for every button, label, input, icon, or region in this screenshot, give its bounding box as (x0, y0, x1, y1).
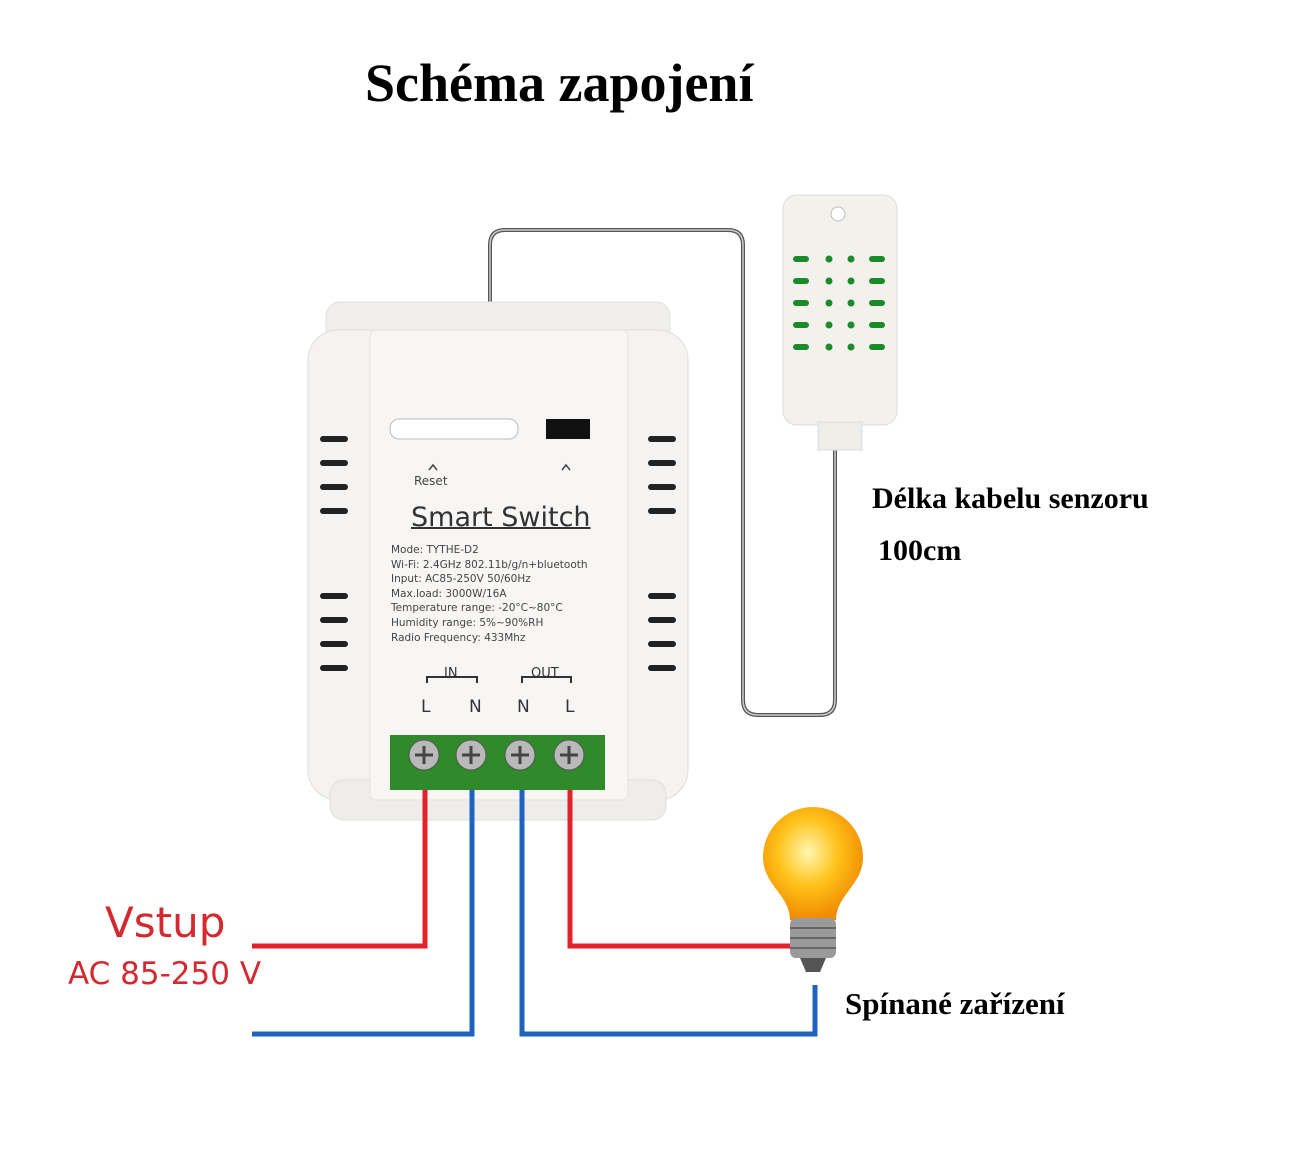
vent-hole (847, 321, 855, 329)
wire-input-neutral (252, 790, 475, 1037)
sensor-cable-label: Délka kabelu senzoru (872, 482, 1149, 515)
input-label: Vstup (105, 898, 226, 947)
out-label: OUT (531, 666, 559, 681)
vent-slot (320, 460, 348, 466)
vent-hole (825, 277, 833, 285)
smart-switch-device (307, 301, 689, 821)
vent-slot (869, 300, 885, 306)
vent-slot (648, 460, 676, 466)
vent-hole (847, 299, 855, 307)
vent-hole (847, 255, 855, 263)
screw-slot (415, 746, 433, 764)
vent-slot (869, 322, 885, 328)
spec-line: Radio Frequency: 433Mhz (391, 631, 526, 644)
terminal-label: N (517, 697, 530, 717)
device-specs: Mode: TYTHE-D2 Wi-Fi: 2.4GHz 802.11b/g/n… (391, 543, 588, 645)
terminal-label: L (565, 697, 575, 717)
in-label: IN (444, 666, 458, 681)
vent-slot (320, 484, 348, 490)
spec-line: Input: AC85-250V 50/60Hz (391, 573, 531, 586)
sensor-probe (782, 194, 898, 451)
light-bulb-icon (763, 807, 863, 972)
screw-slot (511, 746, 529, 764)
vent-slot (793, 300, 809, 306)
vent-hole (825, 299, 833, 307)
vent-slot (320, 593, 348, 599)
spec-line: Humidity range: 5%~90%RH (391, 616, 544, 629)
spec-line: Wi-Fi: 2.4GHz 802.11b/g/n+bluetooth (391, 558, 588, 571)
vent-slot (793, 256, 809, 262)
wire-input-live (252, 790, 428, 949)
spec-line: Max.load: 3000W/16A (391, 587, 507, 600)
vent-slot (793, 344, 809, 350)
vent-slot (869, 278, 885, 284)
screw-slot (560, 746, 578, 764)
vent-slot (648, 593, 676, 599)
wire-output-neutral (519, 790, 818, 1037)
vent-hole (825, 343, 833, 351)
vent-slot (320, 641, 348, 647)
wire-output-live (567, 790, 795, 949)
vent-hole (825, 255, 833, 263)
vent-slot (648, 617, 676, 623)
terminal-label: L (421, 697, 431, 717)
vent-slot (320, 665, 348, 671)
vent-slot (793, 322, 809, 328)
switched-device-label: Spínané zařízení (845, 986, 1065, 1021)
reset-label: Reset (414, 474, 448, 488)
vent-slot (648, 641, 676, 647)
terminal-label: N (469, 697, 482, 717)
vent-slot (320, 508, 348, 514)
device-name: Smart Switch (411, 502, 591, 533)
spec-line: Mode: TYTHE-D2 (391, 544, 479, 556)
vent-slot (869, 256, 885, 262)
vent-hole (847, 343, 855, 351)
vent-slot (648, 436, 676, 442)
vent-slot (869, 344, 885, 350)
sensor-cable-length: 100cm (878, 534, 962, 567)
input-voltage: AC 85-250 V (68, 956, 262, 992)
vent-slot (793, 278, 809, 284)
vent-slot (648, 484, 676, 490)
vent-slot (648, 665, 676, 671)
spec-line: Temperature range: -20°C~80°C (391, 602, 563, 615)
vent-slot (320, 436, 348, 442)
vent-slot (648, 508, 676, 514)
vent-slot (320, 617, 348, 623)
vent-hole (847, 277, 855, 285)
screw-slot (462, 746, 480, 764)
vent-hole (825, 321, 833, 329)
page-title: Schéma zapojení (365, 53, 754, 113)
